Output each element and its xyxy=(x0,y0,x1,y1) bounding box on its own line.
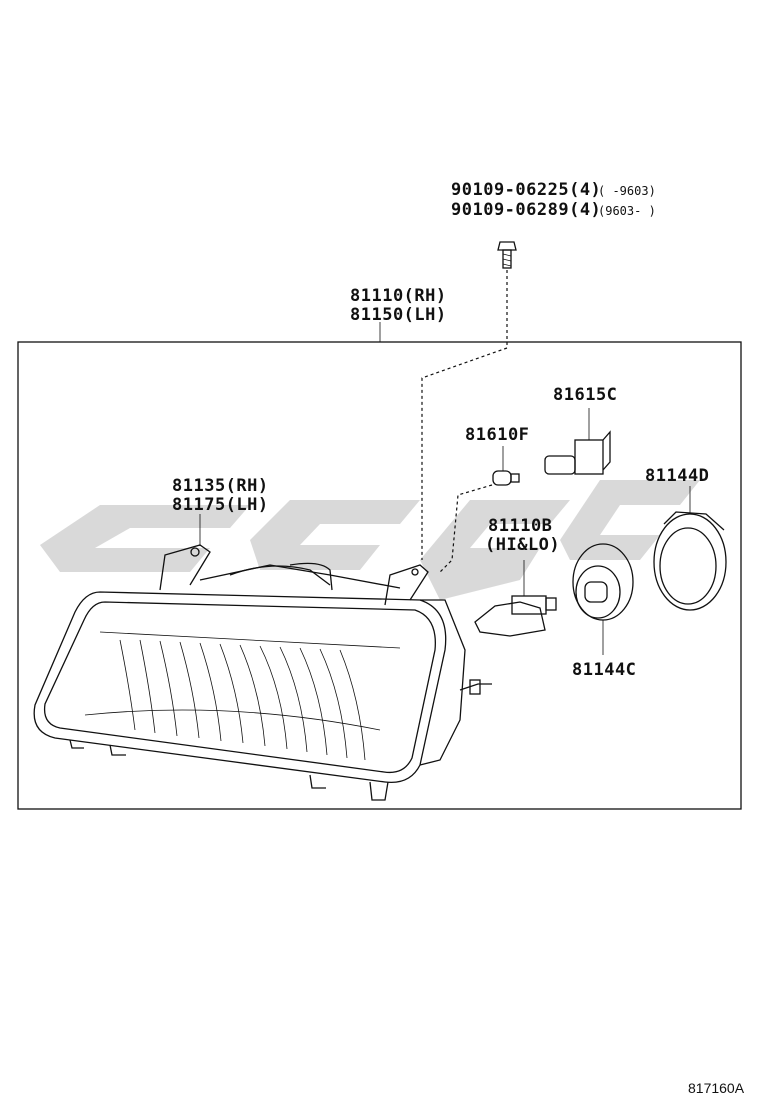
label-bulb-main: 81110B xyxy=(488,516,552,536)
label-cover-inner: 81144C xyxy=(572,660,636,680)
diagram-code: 817160A xyxy=(688,1080,745,1096)
label-bracket-lh: 81175(LH) xyxy=(172,495,269,515)
label-unit-lh: 81150(LH) xyxy=(350,305,447,325)
label-bulb-main-note: (HI&LO) xyxy=(485,535,560,555)
bolt-dashed-leader xyxy=(421,270,508,560)
label-bolt-a-range: ( -9603) xyxy=(598,184,656,198)
socket-icon xyxy=(544,408,611,475)
assembly-frame xyxy=(17,341,742,810)
cover-outer-icon xyxy=(653,486,727,611)
bulb-small-icon xyxy=(492,470,520,486)
label-bolt-b-range: (9603- ) xyxy=(598,204,656,218)
label-cover-outer: 81144D xyxy=(645,466,709,486)
headlamp-housing-icon xyxy=(33,544,492,801)
label-socket: 81615C xyxy=(553,385,617,405)
bulb-small-dashed-leader xyxy=(439,484,493,573)
label-unit-rh: 81110(RH) xyxy=(350,286,447,306)
bulb-main-icon xyxy=(474,560,557,637)
cover-inner-icon xyxy=(572,543,634,655)
label-bolt-a: 90109-06225(4) xyxy=(451,180,601,200)
bolt-icon xyxy=(497,241,517,269)
label-bulb-small: 81610F xyxy=(465,425,529,445)
label-bracket-rh: 81135(RH) xyxy=(172,476,269,496)
label-bolt-b: 90109-06289(4) xyxy=(451,200,601,220)
